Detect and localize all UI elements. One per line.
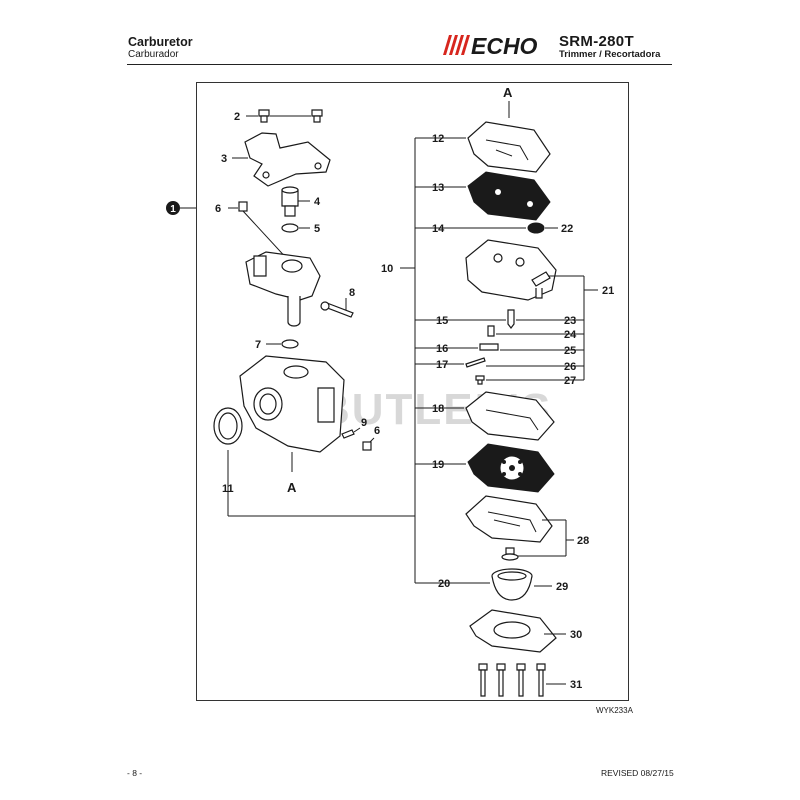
callout-20: 20	[438, 578, 450, 590]
gasket-ring-icon	[213, 407, 243, 445]
callout-9: 9	[361, 417, 367, 429]
callout-22: 22	[561, 223, 573, 235]
cover-screws-icon	[478, 663, 546, 697]
page-number: - 8 -	[127, 768, 143, 778]
model-number: SRM-280T	[559, 33, 634, 50]
mounting-screw-icon	[320, 301, 354, 318]
callout-31: 31	[570, 679, 582, 691]
callout-13: 13	[432, 182, 444, 194]
page-title: Carburetor	[128, 35, 193, 49]
callout-23: 23	[564, 315, 576, 327]
callout-8: 8	[349, 287, 355, 299]
pump-diaphragm-icon	[467, 171, 551, 221]
echo-logo: ECHO	[443, 33, 538, 57]
clip-icon	[281, 339, 299, 349]
callout-21: 21	[602, 285, 614, 297]
callout-29: 29	[556, 581, 568, 593]
header-rule	[127, 64, 672, 65]
limiter-cap-icon	[362, 441, 372, 451]
callout-10: 10	[381, 263, 393, 275]
callout-28: 28	[577, 535, 589, 547]
callout-24: 24	[564, 329, 577, 341]
callout-6b: 6	[374, 425, 380, 437]
callout-4: 4	[314, 196, 321, 208]
callout-12: 12	[432, 133, 444, 145]
check-valve-icon	[501, 547, 519, 561]
page-subtitle: Carburador	[128, 49, 179, 60]
carburetor-body-icon	[239, 355, 345, 453]
throttle-shaft-knob-icon	[281, 186, 299, 217]
screw-pair-icon	[258, 109, 323, 123]
cap-icon	[238, 201, 248, 212]
diagram-frame	[196, 82, 629, 701]
callout-11: 11	[222, 483, 234, 495]
idle-screw-icon	[341, 429, 355, 439]
figure-reference: WYK233A	[596, 706, 633, 715]
group-marker-label: 1	[170, 204, 176, 215]
section-label-bottom: A	[287, 480, 297, 495]
callout-19: 19	[432, 459, 444, 471]
group-marker-icon	[166, 201, 180, 215]
throttle-bracket-icon	[244, 132, 331, 187]
callout-26: 26	[564, 361, 576, 373]
pump-body-icon	[465, 239, 557, 301]
callout-14: 14	[432, 223, 445, 235]
logo-wordmark: ECHO	[471, 33, 538, 57]
o-ring-icon	[281, 223, 299, 233]
inlet-needle-icon	[507, 309, 515, 329]
callout-16: 16	[436, 343, 448, 355]
metering-cover-icon	[465, 495, 553, 543]
metering-lever-icon	[479, 343, 499, 351]
inlet-screen-icon	[527, 222, 545, 234]
callout-17: 17	[436, 359, 448, 371]
callout-15: 15	[436, 315, 448, 327]
callout-6a: 6	[215, 203, 221, 215]
callout-27: 27	[564, 375, 576, 387]
model-description: Trimmer / Recortadora	[559, 49, 661, 60]
section-label-top: A	[503, 85, 513, 100]
primer-retainer-icon	[469, 609, 557, 653]
primer-bulb-icon	[491, 568, 533, 601]
metering-gasket-icon	[465, 391, 555, 441]
callout-2: 2	[234, 111, 240, 123]
spring-icon	[487, 325, 495, 337]
metering-diaphragm-icon	[467, 443, 555, 493]
revision-date: REVISED 08/27/15	[601, 768, 674, 778]
pump-gasket-icon	[467, 121, 551, 173]
lever-pin-icon	[465, 357, 486, 368]
callout-25: 25	[564, 345, 576, 357]
callout-30: 30	[570, 629, 582, 641]
lever-screw-icon	[475, 375, 485, 385]
callout-3: 3	[221, 153, 227, 165]
callout-7: 7	[255, 339, 261, 351]
callout-5: 5	[314, 223, 320, 235]
callout-18: 18	[432, 403, 444, 415]
throttle-body-icon	[245, 251, 321, 327]
